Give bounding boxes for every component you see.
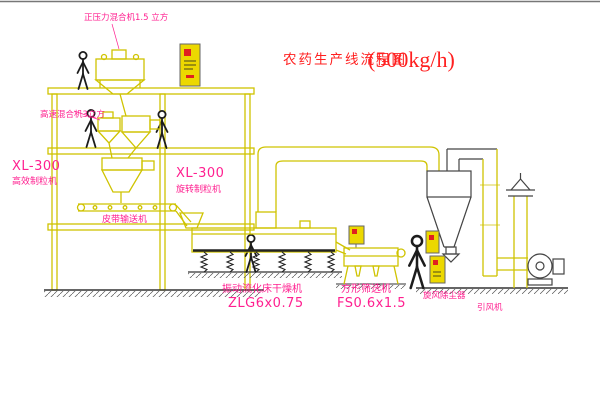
cyclone-separator — [426, 148, 497, 263]
vent-cap — [506, 173, 535, 197]
label-sieve-name: 方形筛选机 — [341, 282, 391, 295]
label-cyclone: 旋风除尘器 — [423, 290, 466, 301]
label-sieve-model: FS0.6x1.5 — [337, 296, 406, 311]
fan-inlet-pipe — [480, 149, 528, 277]
rotary-granulator — [100, 157, 155, 203]
label-granulator-left-name: 高效制粒机 — [12, 175, 57, 187]
label-granulator-mid-model: XL-300 — [176, 166, 224, 181]
feeder-vessel — [120, 115, 161, 159]
control-cabinets — [425, 230, 446, 284]
label-pressure-mixer: 正压力混合机1.5 立方 — [84, 12, 168, 23]
label-dryer-model: ZLG6x0.75 — [228, 296, 304, 311]
diagram-title-capacity: (500kg/h) — [368, 47, 455, 72]
red-button — [433, 260, 438, 265]
label-high-speed-mixer: 高速混合机3立方 — [40, 109, 105, 120]
exhaust-duct — [257, 146, 440, 212]
label-granulator-mid-name: 旋转制粒机 — [176, 183, 221, 195]
square-sieve — [343, 225, 406, 285]
exhaust-stack — [506, 173, 535, 288]
high-speed-mixer — [96, 111, 122, 159]
induced-draft-fan — [527, 253, 565, 286]
diagram-title: 农药生产线流程图 — [283, 52, 407, 68]
sieve-feed-box — [348, 225, 365, 248]
label-induced-fan: 引风机 — [477, 302, 503, 313]
red-button — [352, 229, 357, 234]
pressure-mixer — [94, 49, 146, 117]
red-button — [429, 235, 434, 240]
vibration-springs — [199, 251, 336, 273]
red-button — [184, 49, 191, 56]
fluid-bed-dryer — [179, 211, 351, 273]
worker-figure — [408, 234, 426, 290]
label-belt-conveyor: 皮带输送机 — [102, 213, 147, 225]
label-dryer-name: 振动流化床干燥机 — [222, 282, 302, 295]
control-panel-top — [179, 43, 201, 87]
leader-lines — [73, 23, 120, 121]
worker-figure — [76, 51, 90, 90]
ground-hatch — [44, 271, 568, 297]
label-granulator-left-model: XL-300 — [12, 159, 60, 174]
